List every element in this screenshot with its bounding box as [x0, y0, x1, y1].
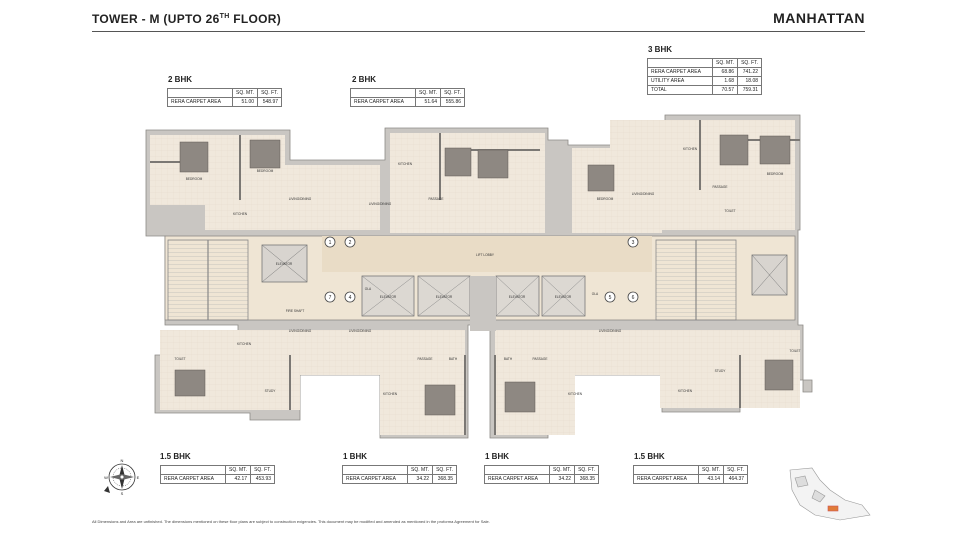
svg-text:ELEVATOR: ELEVATOR [555, 295, 572, 299]
svg-text:LIVING/DINING: LIVING/DINING [369, 202, 392, 206]
svg-text:OLA: OLA [365, 287, 372, 291]
svg-text:ELEVATOR: ELEVATOR [436, 295, 453, 299]
unit-number-2: 2 [349, 240, 352, 246]
unit-label-3bhk: 3 BHK [648, 45, 673, 54]
svg-text:LIVING/DINING: LIVING/DINING [349, 329, 372, 333]
svg-text:KITCHEN: KITCHEN [683, 147, 698, 151]
unit-label-1-5bhk-left: 1.5 BHK [160, 452, 191, 461]
key-plan [789, 467, 871, 521]
svg-text:ELEVATOR: ELEVATOR [380, 295, 397, 299]
svg-text:KITCHEN: KITCHEN [237, 342, 252, 346]
unit-floors [150, 120, 800, 435]
svg-text:PASSAGE: PASSAGE [429, 197, 444, 201]
svg-text:PASSAGE: PASSAGE [713, 185, 728, 189]
compass-icon [104, 463, 136, 493]
svg-text:LIVING/DINING: LIVING/DINING [599, 329, 622, 333]
svg-text:ELEVATOR: ELEVATOR [509, 295, 526, 299]
unit-label-2bhk-mid: 2 BHK [352, 75, 377, 84]
compass-w: W [104, 475, 108, 480]
lift-lobby-label: LIFT LOBBY [476, 253, 495, 257]
svg-text:KITCHEN: KITCHEN [678, 389, 693, 393]
svg-text:STUDY: STUDY [265, 389, 277, 393]
disclaimer: All Dimensions and Area are unfinished. … [92, 519, 490, 524]
svg-text:OLA: OLA [592, 292, 599, 296]
svg-text:BEDROOM: BEDROOM [767, 172, 784, 176]
svg-text:TOILET: TOILET [789, 349, 800, 353]
svg-text:TOILET: TOILET [724, 209, 735, 213]
unit-number-7: 7 [329, 295, 332, 301]
svg-text:FIRE SHAFT: FIRE SHAFT [286, 309, 305, 313]
svg-text:KITCHEN: KITCHEN [398, 162, 413, 166]
svg-text:BATH: BATH [449, 357, 458, 361]
svg-text:KITCHEN: KITCHEN [233, 212, 248, 216]
unit-markers [324, 236, 639, 303]
svg-text:ELEVATOR: ELEVATOR [276, 262, 293, 266]
unit-number-3: 3 [632, 240, 635, 246]
svg-text:STUDY: STUDY [715, 369, 727, 373]
unit-label-2bhk-left: 2 BHK [168, 75, 193, 84]
unit-label-1-5bhk-right: 1.5 BHK [634, 452, 665, 461]
unit-label-1bhk-right: 1 BHK [485, 452, 510, 461]
unit-number-5: 5 [609, 295, 612, 301]
svg-text:BEDROOM: BEDROOM [257, 169, 274, 173]
unit-label-1bhk-left: 1 BHK [343, 452, 368, 461]
svg-text:TOILET: TOILET [174, 357, 185, 361]
svg-text:LIVING/DINING: LIVING/DINING [289, 197, 312, 201]
header-divider [92, 31, 865, 32]
compass-s: S [121, 491, 124, 496]
svg-text:LIVING/DINING: LIVING/DINING [289, 329, 312, 333]
unit-number-4: 4 [349, 295, 352, 301]
svg-text:PASSAGE: PASSAGE [533, 357, 548, 361]
svg-text:BATH: BATH [504, 357, 513, 361]
project-name: MANHATTAN [773, 10, 865, 26]
svg-text:BEDROOM: BEDROOM [186, 177, 203, 181]
page-title: TOWER - M (UPTO 26TH FLOOR) [92, 12, 282, 26]
svg-text:KITCHEN: KITCHEN [568, 392, 583, 396]
unit-number-6: 6 [632, 295, 635, 301]
compass-n: N [121, 458, 124, 463]
svg-text:LIVING/DINING: LIVING/DINING [632, 192, 655, 196]
unit-number-1: 1 [329, 240, 332, 246]
furniture-beds [174, 134, 794, 416]
compass-e: E [137, 475, 140, 480]
svg-text:BEDROOM: BEDROOM [597, 197, 614, 201]
svg-text:KITCHEN: KITCHEN [383, 392, 398, 396]
svg-text:PASSAGE: PASSAGE [418, 357, 433, 361]
